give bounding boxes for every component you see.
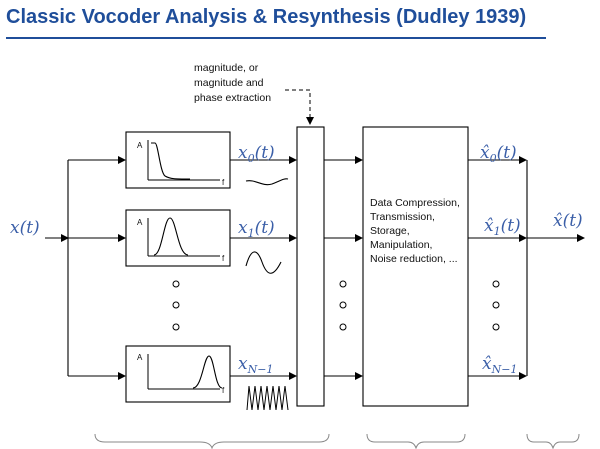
band-label-1: x1(t) <box>238 218 275 240</box>
filter-0-response-curve <box>151 142 191 180</box>
filter-box-0: A f <box>125 131 231 189</box>
section-braces <box>94 433 580 449</box>
processing-line-4: Manipulation, <box>370 239 432 251</box>
title-underline <box>6 37 546 39</box>
processing-line-5: Noise reduction, ... <box>370 253 458 265</box>
filter-n-1-frequency-axis: f <box>222 386 225 395</box>
filter-box-1: A f <box>125 209 231 267</box>
band-label-0: x0(t) <box>238 143 275 165</box>
output-label-1: x̂1(t) <box>484 216 521 238</box>
band-waveform-n-1 <box>246 385 289 411</box>
filter-0-amplitude-axis: A <box>137 141 143 150</box>
band-label-n-1: xN−1 <box>238 354 273 376</box>
filter-ellipsis-dots <box>172 280 180 331</box>
extraction-output-lines <box>324 156 363 380</box>
band-signal-lines <box>230 156 297 380</box>
output-label-0: x̂0(t) <box>480 143 517 165</box>
annotation-line-1: magnitude, or <box>194 62 259 74</box>
magnitude-extraction-block <box>296 126 325 407</box>
filter-1-response-curve <box>153 217 189 256</box>
input-signal-label: x(t) <box>10 218 40 238</box>
filter-1-amplitude-axis: A <box>137 218 143 227</box>
band-waveform-1 <box>245 251 282 274</box>
filter-0-frequency-axis: f <box>222 178 225 187</box>
filter-n-1-amplitude-axis: A <box>137 353 143 362</box>
annotation-dashed-arrow <box>285 89 314 125</box>
annotation-line-2: magnitude and <box>194 77 264 89</box>
annotation-line-3: phase extraction <box>194 92 271 104</box>
synthesis-lines <box>468 156 585 380</box>
input-split-lines <box>45 156 126 380</box>
processing-line-2: Transmission, <box>370 211 435 223</box>
filter-n-1-response-curve <box>192 355 223 389</box>
processing-line-1: Data Compression, <box>370 197 460 209</box>
output-label-n-1: x̂N−1 <box>482 354 517 376</box>
extraction-ellipsis-dots <box>339 280 347 331</box>
page-title: Classic Vocoder Analysis & Resynthesis (… <box>6 6 527 28</box>
processing-line-3: Storage, <box>370 225 410 237</box>
filter-box-n-minus-1: A f <box>125 345 231 403</box>
output-ellipsis-dots <box>492 280 500 331</box>
filter-1-frequency-axis: f <box>222 254 225 263</box>
processing-block <box>362 126 469 407</box>
band-waveform-0 <box>245 178 289 186</box>
output-signal-label: x̂(t) <box>553 211 583 231</box>
